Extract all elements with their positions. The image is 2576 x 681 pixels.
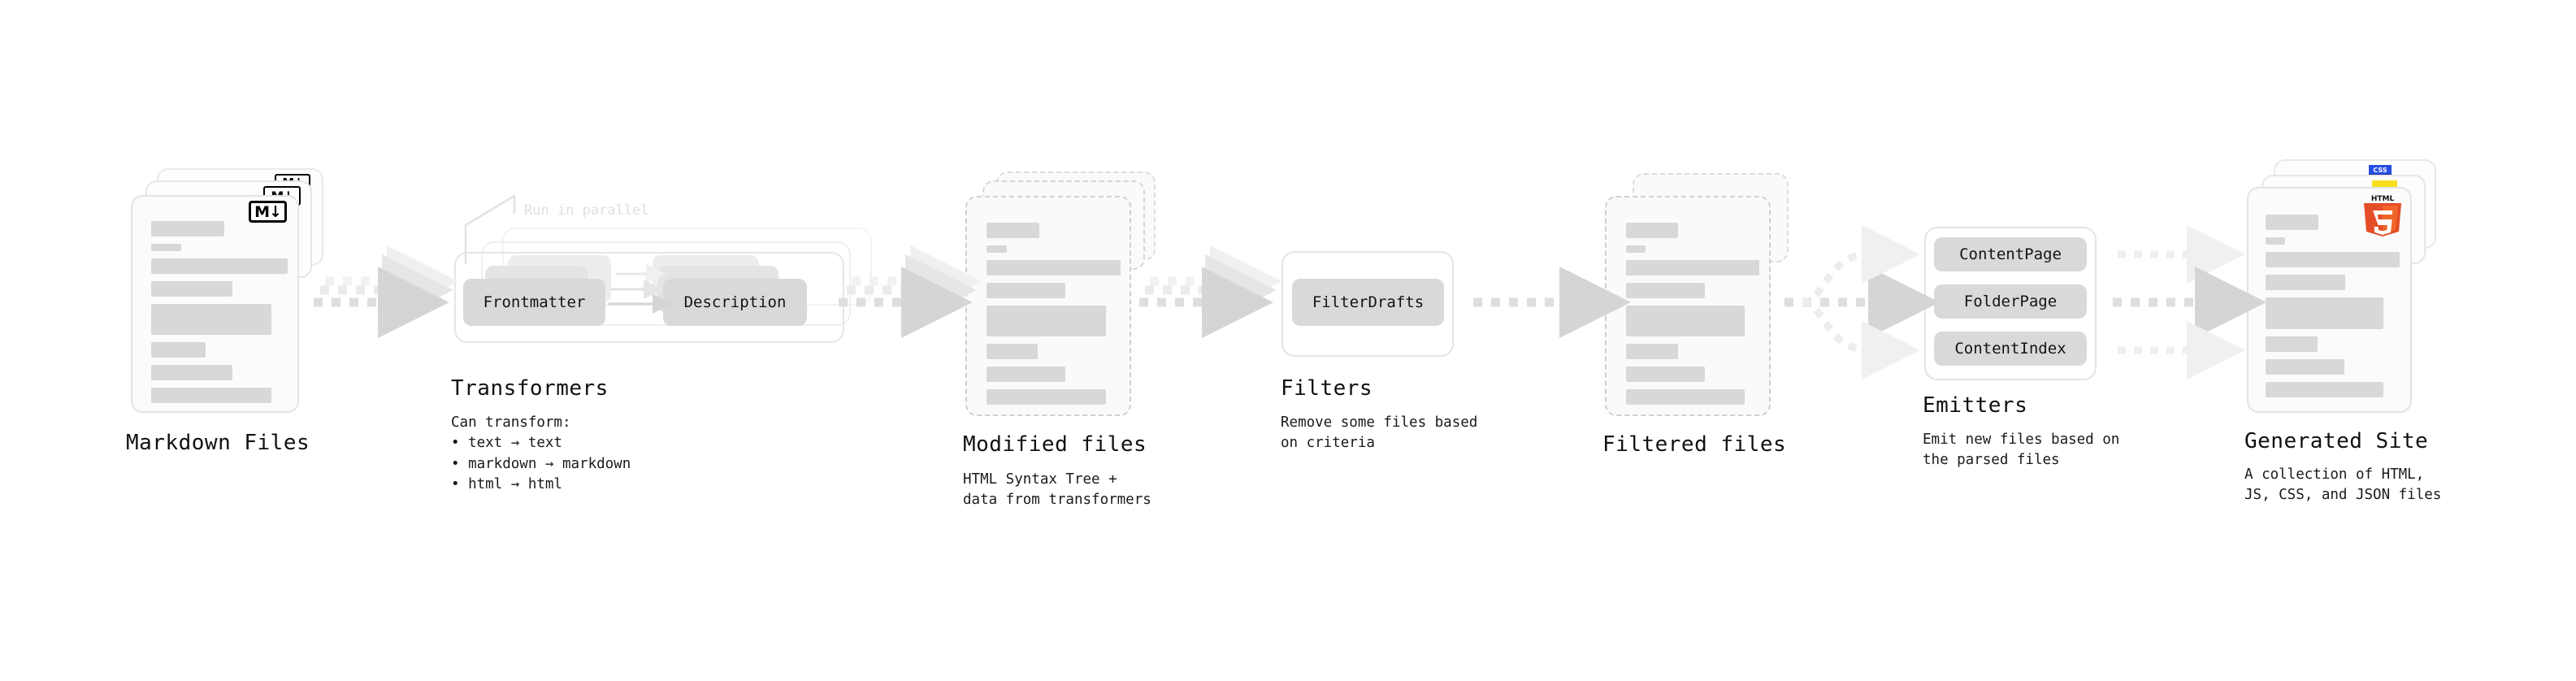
arrow-modified-to-filters [1139,245,1281,338]
run-in-parallel-label: Run in parallel [524,202,649,219]
filter-chip-filterdrafts-label: FilterDrafts [1312,293,1425,311]
transformers-title: Transformers [451,376,609,401]
transformers-subtitle: Can transform: • text → text • markdown … [451,414,631,493]
emitter-chip-folderpage-label: FolderPage [1963,293,2058,310]
filter-chip-filterdrafts[interactable]: FilterDrafts [1292,279,1444,326]
markdown-icon-label: M↓ [254,202,282,221]
transformer-chip-description[interactable]: Description [663,279,807,326]
generated-site-title: Generated Site [2244,429,2429,453]
file-content-lines [2266,215,2410,405]
filters-subtitle: Remove some files based on criteria [1281,414,1478,452]
modified-file-card-front [965,196,1131,416]
arrow-markdown-to-transformers [314,245,458,338]
emitter-chip-contentindex-label: ContentIndex [1954,340,2066,358]
emitters-title: Emitters [1923,393,2028,418]
arrow-filtered-to-emitters [1785,225,1940,380]
emitters-subtitle: Emit new files based on the parsed files [1923,432,2120,469]
file-content-lines [151,221,297,410]
filters-title: Filters [1281,376,1373,401]
emitter-chip-contentindex[interactable]: ContentIndex [1934,332,2087,366]
emitter-chip-folderpage[interactable]: FolderPage [1934,284,2087,319]
modified-files-subtitle: HTML Syntax Tree + data from transformer… [963,471,1151,509]
markdown-file-card-front [131,195,299,413]
markdown-files-title: Markdown Files [126,431,310,455]
emitter-chip-contentpage-label: ContentPage [1959,245,2062,263]
emitter-chip-contentpage[interactable]: ContentPage [1934,237,2087,271]
generated-file-card-front [2247,187,2412,413]
modified-files-title: Modified files [963,432,1147,457]
filtered-file-card-front [1605,196,1771,416]
filtered-files-title: Filtered files [1602,432,1787,457]
generated-site-subtitle: A collection of HTML, JS, CSS, and JSON … [2244,466,2442,504]
arrow-emitters-to-site [2113,225,2266,380]
transformer-chip-frontmatter-label: Frontmatter [483,293,586,311]
transformer-chip-description-label: Description [683,293,787,311]
file-content-lines [1626,223,1769,412]
file-content-lines [987,223,1130,412]
markdown-icon: M↓ [249,201,287,223]
transformer-chip-frontmatter[interactable]: Frontmatter [463,279,605,326]
